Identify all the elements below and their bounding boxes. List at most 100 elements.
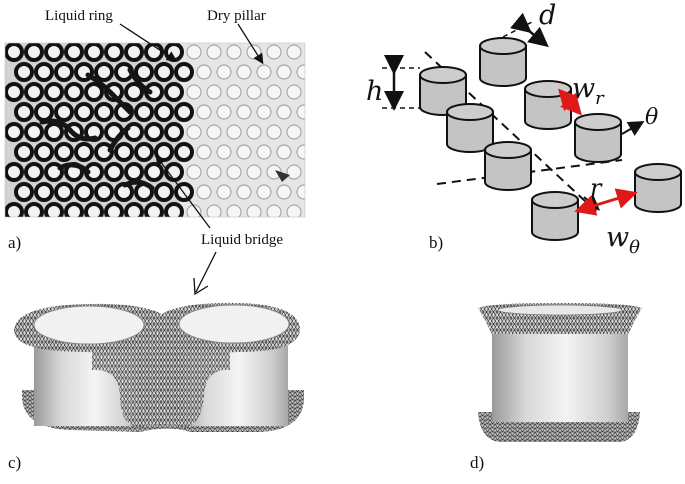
panel-d-label: d)	[470, 453, 484, 472]
dry-pillar	[296, 64, 305, 80]
panel-c-label: c)	[8, 453, 21, 472]
wet-pillar	[24, 162, 44, 182]
dry-pillar	[186, 124, 202, 140]
wet-pillar	[54, 62, 74, 82]
dry-pillar	[286, 164, 302, 180]
wet-pillar	[94, 142, 114, 162]
schematic-pillars	[419, 37, 682, 241]
liquid-bridge-label: Liquid bridge	[201, 232, 283, 248]
wet-pillar	[84, 82, 104, 102]
wet-pillar	[5, 43, 24, 62]
liquid-bridge-arrowhead	[193, 277, 209, 296]
dry-pillar	[276, 64, 292, 80]
bridge-neck-mesh-left	[92, 345, 140, 428]
wet-pillar	[84, 202, 104, 217]
dry-pillar	[196, 104, 212, 120]
wet-pillar	[124, 82, 144, 102]
wet-pillar	[14, 62, 34, 82]
dry-pillar	[186, 204, 202, 217]
wet-pillar	[154, 102, 174, 122]
dry-pillar	[286, 84, 302, 100]
wet-pillar	[64, 202, 84, 217]
wet-pillar	[5, 162, 24, 182]
symbol-w-theta: wθ	[606, 222, 640, 258]
wet-pillar	[104, 202, 124, 217]
ring-pillar-top	[497, 304, 623, 316]
dry-pillar	[276, 144, 292, 160]
wet-pillar	[174, 142, 194, 162]
wet-pillar	[64, 82, 84, 102]
dry-pillar	[266, 84, 282, 100]
dry-pillar	[216, 104, 232, 120]
wet-pillar	[74, 182, 94, 202]
liquid-ring-pointer	[119, 23, 178, 62]
wet-pillar	[144, 162, 164, 182]
dry-pillar	[226, 44, 242, 60]
dry-pillar	[236, 104, 252, 120]
wet-pillar	[104, 43, 124, 62]
symbol-r: r	[590, 174, 603, 202]
wet-pillar	[44, 122, 64, 142]
schematic-pillar	[531, 191, 579, 241]
dry-pillar	[276, 184, 292, 200]
wet-pillar	[84, 43, 104, 62]
right-pillar-top	[178, 304, 290, 344]
panel-b-label: b)	[429, 233, 443, 252]
wet-pillar	[164, 43, 184, 62]
dry-pillar	[226, 204, 242, 217]
dry-pillar	[186, 164, 202, 180]
wet-pillar	[34, 62, 54, 82]
wet-pillar	[134, 62, 154, 82]
symbol-d: d	[539, 0, 556, 31]
dry-pillar	[236, 64, 252, 80]
d-ext-line	[502, 21, 533, 38]
wet-pillar	[54, 182, 74, 202]
dry-pillar	[236, 184, 252, 200]
wet-pillar	[54, 102, 74, 122]
dry-pillar	[296, 184, 305, 200]
panel-a-label: a)	[8, 233, 21, 252]
dry-pillar	[226, 164, 242, 180]
dry-pillar	[296, 104, 305, 120]
liquid-bridge-pointer	[155, 154, 211, 229]
liquid-bridges	[39, 67, 155, 191]
dry-pillar	[216, 144, 232, 160]
schematic-pillar	[634, 163, 682, 213]
dry-pillar	[266, 44, 282, 60]
dry-pillar	[206, 44, 222, 60]
w-r-spacing-arrow	[558, 88, 582, 116]
dry-pillar	[266, 124, 282, 140]
dry-pillar	[206, 204, 222, 217]
dry-pillar	[186, 84, 202, 100]
dry-pillar	[286, 124, 302, 140]
w-theta-spacing-arrow	[574, 188, 638, 216]
wet-pillar	[94, 182, 114, 202]
wet-pillar	[44, 202, 64, 217]
theta-direction-arrow	[621, 120, 645, 136]
wet-pillar	[34, 142, 54, 162]
schematic-pillar	[574, 113, 622, 163]
panel-d-ring-model	[478, 303, 642, 442]
wet-pillar	[24, 43, 44, 62]
wet-pillar	[5, 82, 24, 102]
dry-pillar	[246, 204, 262, 217]
wet-pillar	[104, 162, 124, 182]
wet-pillar	[94, 102, 114, 122]
schematic-pillar	[479, 37, 527, 87]
dry-pillar	[256, 104, 272, 120]
dry-pillar	[196, 144, 212, 160]
panel-a-photo	[5, 43, 305, 217]
dry-pillar	[206, 124, 222, 140]
wet-pillar	[14, 102, 34, 122]
dry-pillar	[286, 44, 302, 60]
wet-pillar	[24, 82, 44, 102]
dry-pillar	[266, 204, 282, 217]
dry-pillar	[256, 64, 272, 80]
left-pillar-top	[33, 305, 145, 345]
schematic-pillar	[484, 141, 532, 191]
dry-pillar	[206, 164, 222, 180]
symbol-h: h	[366, 76, 383, 107]
wet-pillar	[34, 182, 54, 202]
wet-pillar	[164, 122, 184, 142]
dry-pillar	[196, 184, 212, 200]
